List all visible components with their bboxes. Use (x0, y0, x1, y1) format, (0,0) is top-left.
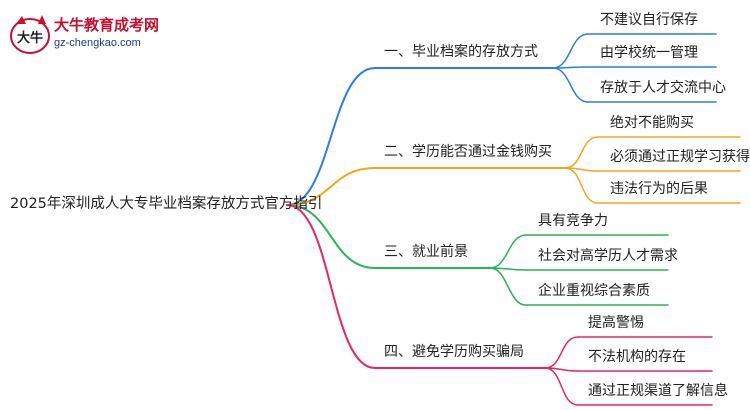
leaf-4-2[interactable]: 不法机构的存在 (588, 349, 686, 365)
branch-2-label[interactable]: 二、学历能否通过金钱购买 (384, 144, 552, 160)
leaf-3-2[interactable]: 社会对高学历人才需求 (538, 248, 678, 264)
site-logo[interactable]: 大牛 大牛教育成考网 gz-chengkao.com (8, 12, 168, 56)
connector-root-branch-2 (286, 167, 376, 206)
leaf-1-3[interactable]: 存放于人才交流中心 (600, 80, 726, 96)
root-topic[interactable]: 2025年深圳成人大专毕业档案存放方式官方指引 (10, 196, 323, 212)
leaf-4-3[interactable]: 通过正规渠道了解信息 (588, 383, 728, 399)
leaf-1-2[interactable]: 由学校统一管理 (600, 45, 698, 61)
leaf-2-2[interactable]: 必须通过正规学习获得 (610, 149, 750, 165)
connector-root-branch-1 (286, 67, 376, 206)
connector-branch-3-leaf-1 (489, 234, 527, 269)
connector-branch-4-leaf-3 (544, 367, 579, 406)
connector-root-branch-4 (286, 204, 376, 369)
leaf-1-1[interactable]: 不建议自行保存 (600, 12, 698, 28)
logo-url: gz-chengkao.com (54, 37, 141, 49)
connector-root-branch-3 (286, 204, 376, 269)
connector-branch-2-leaf-3 (564, 167, 599, 204)
connector-branch-2-leaf-1 (564, 136, 599, 169)
connector-branch-1-leaf-1 (552, 33, 589, 69)
branch-4-label[interactable]: 四、避免学历购买骗局 (384, 344, 524, 360)
leaf-2-1[interactable]: 绝对不能购买 (610, 115, 694, 131)
leaf-3-1[interactable]: 具有竞争力 (538, 213, 608, 229)
connector-branch-4-leaf-1 (544, 336, 579, 369)
logo-mark-text: 大牛 (17, 30, 43, 46)
leaf-2-3[interactable]: 违法行为的后果 (610, 181, 708, 197)
connector-branch-1-leaf-3 (552, 67, 589, 103)
leaf-4-1[interactable]: 提高警惕 (588, 315, 644, 331)
leaf-3-3[interactable]: 企业重视综合素质 (538, 283, 650, 299)
logo-mark-icon: 大牛 (10, 15, 50, 54)
logo-title: 大牛教育成考网 (54, 16, 160, 34)
connector-branch-3-leaf-3 (489, 267, 527, 306)
branch-1-label[interactable]: 一、毕业档案的存放方式 (384, 44, 538, 60)
branch-3-label[interactable]: 三、就业前景 (384, 244, 468, 260)
